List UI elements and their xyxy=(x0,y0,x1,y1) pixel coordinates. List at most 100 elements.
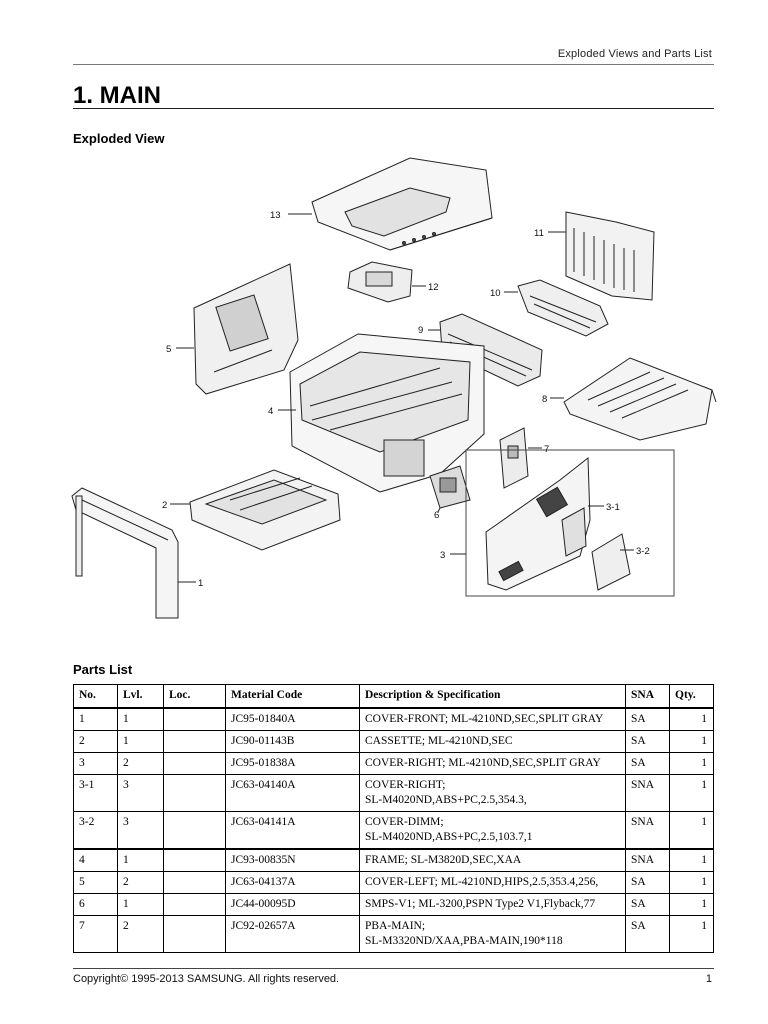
cell-lvl: 2 xyxy=(117,871,164,894)
cell-description: COVER-FRONT; ML-4210ND,SEC,SPLIT GRAY xyxy=(359,707,626,731)
column-header-qty: Qty. xyxy=(669,684,714,709)
cell-loc xyxy=(163,871,226,894)
cell-lvl: 2 xyxy=(117,752,164,775)
cell-no: 3 xyxy=(73,752,118,775)
callout-3-2: 3-2 xyxy=(636,546,650,557)
cell-description: COVER-RIGHT; ML-4210ND,SEC,SPLIT GRAY xyxy=(359,752,626,775)
cell-lvl: 1 xyxy=(117,730,164,753)
callout-12: 12 xyxy=(428,282,439,293)
table-row: 3-2 3 JC63-04141A COVER-DIMM;SL-M4020ND,… xyxy=(73,811,714,850)
cell-sna: SA xyxy=(625,871,670,894)
callout-7: 7 xyxy=(544,444,549,455)
cell-qty: 1 xyxy=(669,707,714,731)
cell-loc xyxy=(163,915,226,953)
cell-qty: 1 xyxy=(669,893,714,916)
description-line-1: PBA-MAIN; xyxy=(365,920,426,932)
table-row: 3 2 JC95-01838A COVER-RIGHT; ML-4210ND,S… xyxy=(73,752,714,775)
cell-no: 1 xyxy=(73,707,118,731)
callout-4: 4 xyxy=(268,406,273,417)
table-row: 4 1 JC93-00835N FRAME; SL-M3820D,SEC,XAA… xyxy=(73,848,714,872)
cell-qty: 1 xyxy=(669,811,714,850)
table-row: 7 2 JC92-02657A PBA-MAIN;SL-M3320ND/XAA,… xyxy=(73,915,714,953)
cell-loc xyxy=(163,774,226,812)
callout-13: 13 xyxy=(270,210,281,221)
table-row: 2 1 JC90-01143B CASSETTE; ML-4210ND,SEC … xyxy=(73,730,714,753)
cell-description: FRAME; SL-M3820D,SEC,XAA xyxy=(359,848,626,872)
cell-sna: SA xyxy=(625,730,670,753)
cell-sna: SNA xyxy=(625,811,670,850)
callout-10: 10 xyxy=(490,288,501,299)
part-main-board xyxy=(499,427,529,489)
callout-5: 5 xyxy=(166,344,171,355)
column-header-no: No. xyxy=(73,684,118,709)
cell-no: 5 xyxy=(73,871,118,894)
cell-sna: SA xyxy=(625,752,670,775)
part-rear-guide xyxy=(565,211,655,301)
cell-loc xyxy=(163,848,226,872)
cell-lvl: 3 xyxy=(117,774,164,812)
cell-description: PBA-MAIN; SL-M3320ND/XAA,PBA-MAIN,190*118 xyxy=(359,915,626,953)
cell-loc xyxy=(163,730,226,753)
cell-no: 3-2 xyxy=(73,811,118,850)
running-header: Exploded Views and Parts List xyxy=(557,48,712,60)
exploded-view-heading: Exploded View xyxy=(73,131,165,146)
description-line-1: COVER-RIGHT; ML-4210ND,SEC,SPLIT GRAY xyxy=(365,757,601,769)
callout-9: 9 xyxy=(418,325,423,336)
cell-sna: SNA xyxy=(625,848,670,872)
callout-3-1: 3-1 xyxy=(606,502,620,513)
cell-description: COVER-RIGHT;SL-M4020ND,ABS+PC,2.5,354.3, xyxy=(359,774,626,812)
cell-material-code: JC44-00095D xyxy=(225,893,360,916)
cell-qty: 1 xyxy=(669,871,714,894)
description-line-2: SL-M3320ND/XAA,PBA-MAIN,190*118 xyxy=(365,935,563,947)
cell-no: 4 xyxy=(73,848,118,872)
table-row: 3-1 3 JC63-04140A COVER-RIGHT;SL-M4020ND… xyxy=(73,774,714,812)
cell-material-code: JC90-01143B xyxy=(225,730,360,753)
part-main-frame xyxy=(289,333,485,493)
footer-copyright: Copyright© 1995-2013 SAMSUNG. All rights… xyxy=(73,973,340,985)
cell-description: CASSETTE; ML-4210ND,SEC xyxy=(359,730,626,753)
cell-material-code: JC63-04140A xyxy=(225,774,360,812)
callout-3: 3 xyxy=(440,550,445,561)
callout-2: 2 xyxy=(162,500,167,511)
cell-material-code: JC63-04137A xyxy=(225,871,360,894)
callout-8: 8 xyxy=(542,394,547,405)
table-header-row: No. Lvl. Loc. Material Code Description … xyxy=(73,684,714,709)
parts-list-table: No. Lvl. Loc. Material Code Description … xyxy=(73,684,714,953)
cell-qty: 1 xyxy=(669,774,714,812)
cell-material-code: JC95-01838A xyxy=(225,752,360,775)
cell-qty: 1 xyxy=(669,752,714,775)
cell-sna: SNA xyxy=(625,774,670,812)
description-line-1: FRAME; SL-M3820D,SEC,XAA xyxy=(365,854,522,866)
cell-lvl: 2 xyxy=(117,915,164,953)
page-number: 1 xyxy=(705,973,712,985)
description-line-1: COVER-LEFT; ML-4210ND,HIPS,2.5,353.4,256… xyxy=(365,876,599,888)
description-line-1: CASSETTE; ML-4210ND,SEC xyxy=(365,735,513,747)
part-left-cover xyxy=(193,263,299,395)
part-top-cover xyxy=(311,157,493,251)
part-front-cover xyxy=(71,487,179,619)
table-row: 6 1 JC44-00095D SMPS-V1; ML-3200,PSPN Ty… xyxy=(73,893,714,916)
cell-description: COVER-DIMM;SL-M4020ND,ABS+PC,2.5,103.7,1 xyxy=(359,811,626,850)
cell-sna: SA xyxy=(625,915,670,953)
cell-loc xyxy=(163,707,226,731)
callout-1: 1 xyxy=(198,578,203,589)
description-line-1: COVER-FRONT; ML-4210ND,SEC,SPLIT GRAY xyxy=(365,713,604,725)
column-header-sna: SNA xyxy=(625,684,670,709)
callout-6: 6 xyxy=(434,510,439,521)
cell-description: SMPS-V1; ML-3200,PSPN Type2 V1,Flyback,7… xyxy=(359,893,626,916)
cell-lvl: 3 xyxy=(117,811,164,850)
column-header-loc: Loc. xyxy=(163,684,226,709)
part-rear-tray xyxy=(563,357,717,441)
cell-lvl: 1 xyxy=(117,707,164,731)
cell-description: COVER-LEFT; ML-4210ND,HIPS,2.5,353.4,256… xyxy=(359,871,626,894)
part-fuser-frame xyxy=(517,279,609,337)
callout-11: 11 xyxy=(534,228,544,239)
part-bracket xyxy=(347,261,413,303)
cell-material-code: JC95-01840A xyxy=(225,707,360,731)
cell-no: 7 xyxy=(73,915,118,953)
header-rule xyxy=(73,64,714,65)
footer-rule xyxy=(73,968,714,969)
cell-qty: 1 xyxy=(669,915,714,953)
column-header-material-code: Material Code xyxy=(225,684,360,709)
column-header-description: Description & Specification xyxy=(359,684,626,709)
